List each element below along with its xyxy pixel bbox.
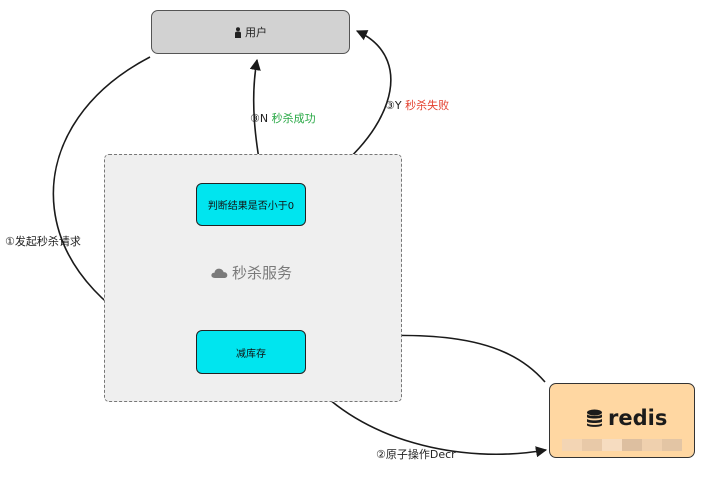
edge-label-success: ③N 秒杀成功 bbox=[250, 110, 316, 126]
fail-label: 秒杀失败 bbox=[405, 99, 450, 112]
user-node: 用户 bbox=[151, 10, 350, 54]
redacted-strip bbox=[562, 439, 682, 451]
success-label: 秒杀成功 bbox=[271, 112, 316, 125]
redis-node: redis bbox=[549, 383, 695, 458]
request-label: ①发起秒杀请求 bbox=[5, 235, 81, 248]
redis-label: redis bbox=[608, 406, 668, 430]
service-name: 秒杀服务 bbox=[232, 264, 293, 282]
edge-label-request: ①发起秒杀请求 bbox=[5, 233, 81, 249]
decr-node: 减库存 bbox=[196, 330, 306, 374]
service-label: 秒杀服务 bbox=[211, 262, 292, 283]
judge-node: 判断结果是否小于0 bbox=[196, 183, 306, 226]
fail-prefix: ③Y bbox=[385, 99, 402, 112]
cloud-icon bbox=[211, 268, 228, 278]
edge-label-atomic: ②原子操作Decr bbox=[376, 446, 456, 462]
edge-label-fail: ③Y 秒杀失败 bbox=[385, 97, 449, 113]
success-prefix: ③N bbox=[250, 112, 269, 125]
atomic-label: ②原子操作Decr bbox=[376, 448, 456, 461]
database-icon bbox=[587, 409, 602, 427]
judge-label: 判断结果是否小于0 bbox=[207, 201, 295, 212]
decr-label: 减库存 bbox=[236, 348, 266, 360]
user-label: 用户 bbox=[245, 26, 267, 39]
user-icon bbox=[235, 26, 241, 38]
